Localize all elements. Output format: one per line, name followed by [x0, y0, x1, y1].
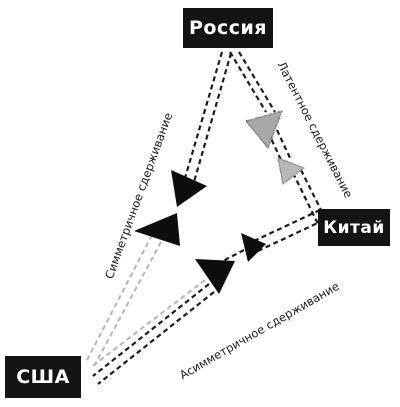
asymmetric-arrow-upper	[241, 233, 266, 262]
russia-usa-connector	[183, 51, 233, 183]
node-china: Китай	[318, 209, 390, 246]
russia-china-connector	[229, 51, 329, 229]
china-usa-connector	[92, 209, 325, 385]
node-usa: США	[5, 356, 81, 398]
symmetric-arrow-upper	[171, 170, 207, 207]
symmetric-arrow-lower	[134, 213, 180, 246]
asymmetric-arrow-lower	[195, 259, 235, 294]
latent-arrow-lower	[277, 157, 306, 185]
latent-arrow-upper	[245, 110, 283, 149]
node-russia: Россия	[183, 8, 273, 48]
usa-light-connectors	[85, 234, 206, 369]
